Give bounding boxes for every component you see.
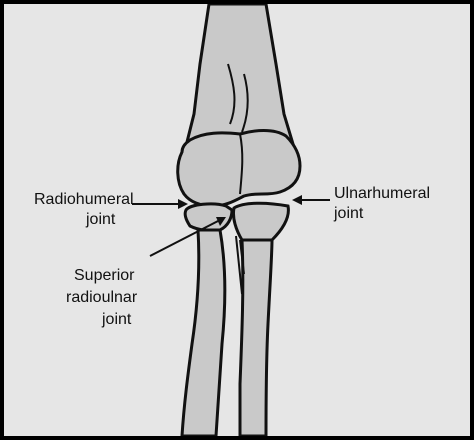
superior-radioulnar-label-line2: radioulnar [66,289,138,306]
radiohumeral-arrow [132,199,188,209]
superior-radioulnar-label-line3: joint [101,311,132,328]
humerus-condyles [176,129,302,208]
radius-shaft [180,228,227,436]
trochlea-line [239,133,244,195]
superior-radioulnar-arrow [149,217,226,257]
radiohumeral-label-line1: Radiohumeral [34,191,134,208]
humerus-detail [227,63,249,133]
ulna-texture [235,235,245,295]
superior-radioulnar-label-line1: Superior [74,267,135,284]
ulna-shaft [238,238,274,436]
radiohumeral-label-line2: joint [85,211,116,228]
ulnarhumeral-arrow [292,195,330,205]
elbow-joint-diagram: Radiohumeral joint Ulnarhumeral joint Su… [34,4,430,436]
ulna-head [232,201,290,242]
ulnarhumeral-label-line1: Ulnarhumeral [334,185,430,202]
ulnarhumeral-label-line2: joint [333,205,364,222]
